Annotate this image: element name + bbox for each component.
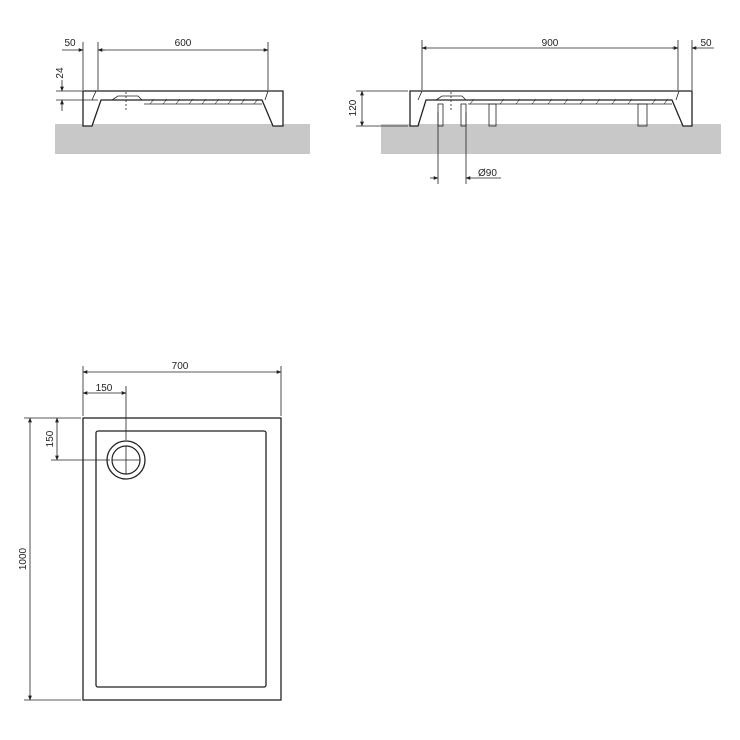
- dim-depth-label: 24: [55, 67, 66, 79]
- floor-ground: [55, 124, 310, 154]
- tray-basin: [95, 430, 267, 688]
- dim-height-label: 1000: [18, 547, 29, 570]
- dim-drain-y-label: 150: [45, 430, 56, 447]
- support-leg: [488, 103, 497, 127]
- dim-width-label: 700: [172, 361, 189, 372]
- support-leg: [460, 103, 467, 127]
- floor-ground: [381, 124, 721, 154]
- dim-drain-label: Ø90: [478, 168, 497, 179]
- drain-cut: [111, 95, 143, 101]
- tray-profile: [409, 90, 693, 127]
- dim-length-label: 900: [542, 38, 559, 49]
- slope-hatch: [144, 98, 262, 105]
- side-view-right: 900 50 120 Ø90: [348, 38, 721, 184]
- support-leg: [437, 103, 444, 127]
- dim-edge-label: 50: [700, 38, 712, 49]
- top-view: 700 150 150 1000: [18, 361, 282, 701]
- dim-length-label: 600: [175, 38, 192, 49]
- tray-profile: [82, 90, 284, 127]
- tray-outline: [82, 417, 282, 701]
- dim-drain-x-label: 150: [96, 383, 113, 394]
- drain-icon: [106, 440, 146, 480]
- dim-edge-label: 50: [64, 38, 76, 49]
- support-leg: [637, 103, 648, 127]
- side-view-left: 50 600 24: [55, 38, 310, 154]
- dim-height-label: 120: [348, 99, 359, 116]
